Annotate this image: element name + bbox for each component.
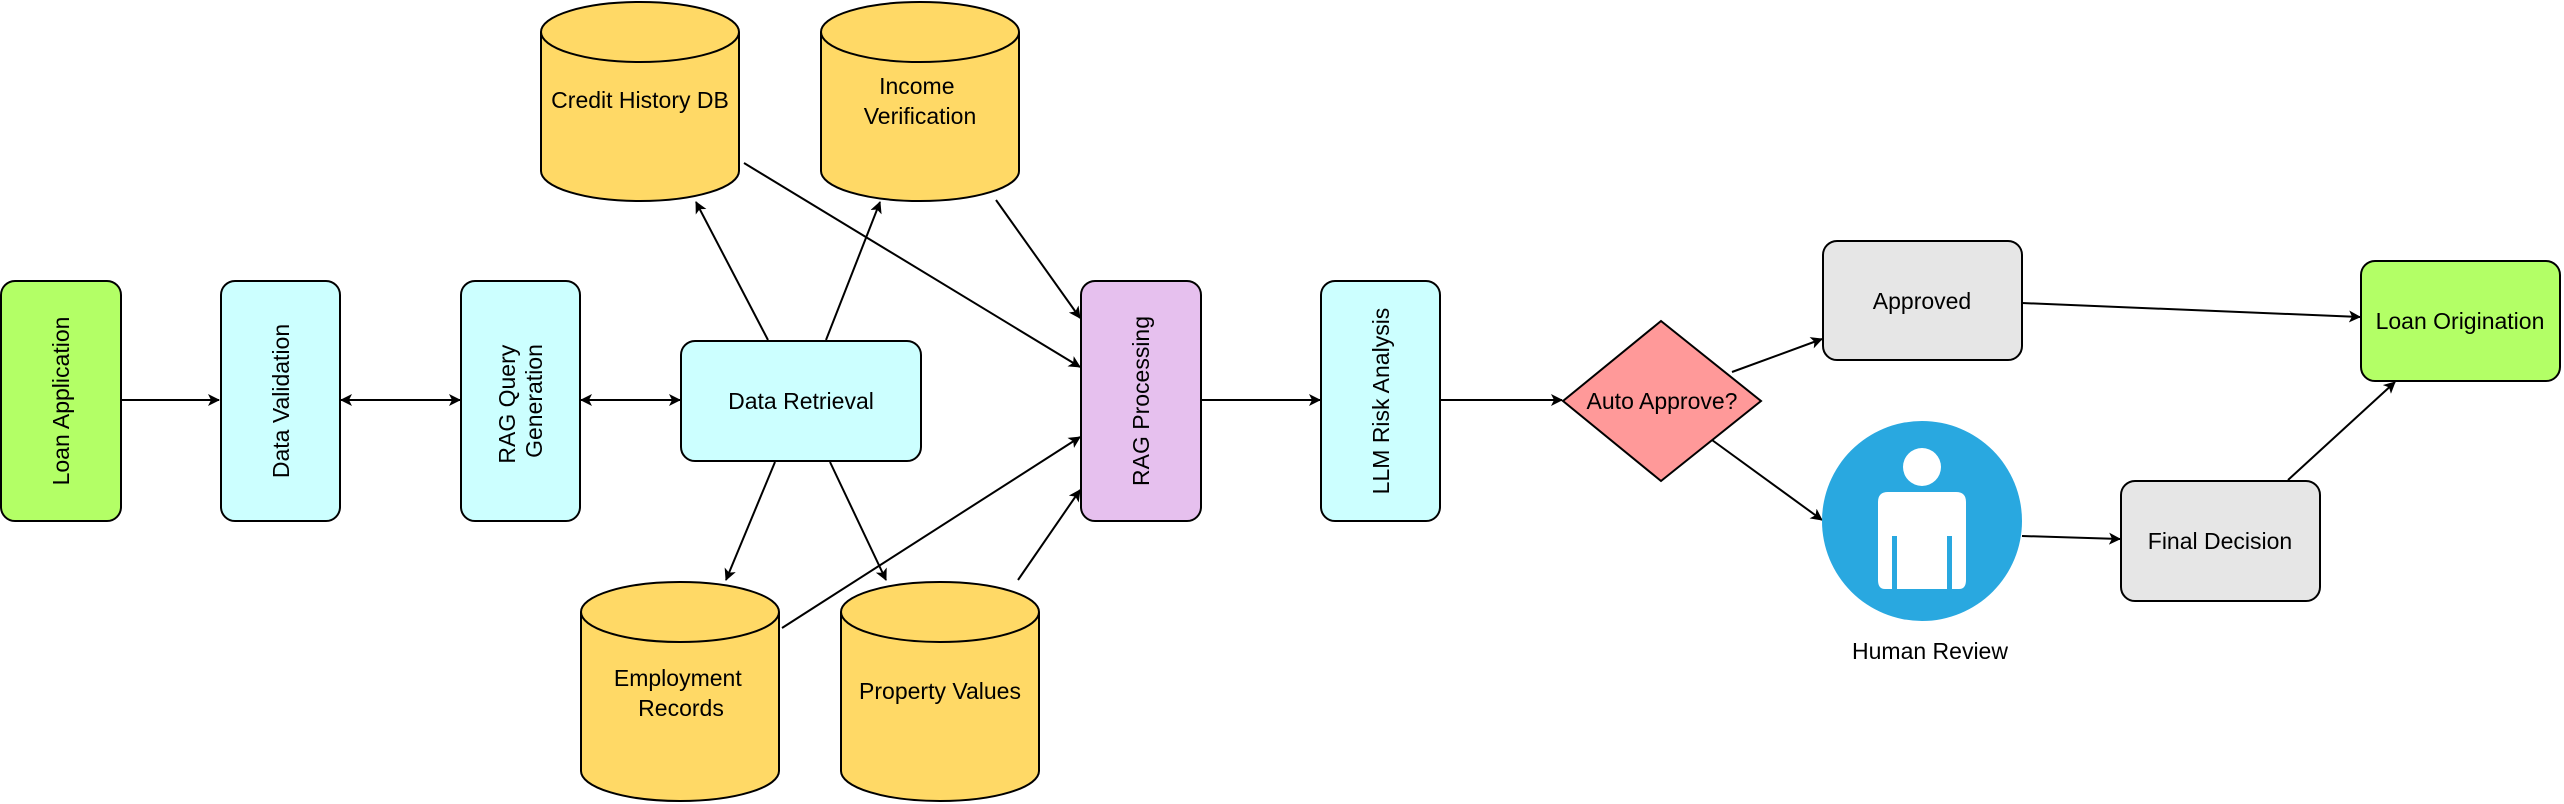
node-approved: Approved bbox=[1822, 240, 2023, 361]
data-retrieval-label: Data Retrieval bbox=[728, 388, 874, 414]
node-data-retrieval: Data Retrieval bbox=[680, 340, 922, 462]
loan-application-label: Loan Application bbox=[48, 317, 74, 486]
final-decision-label: Final Decision bbox=[2148, 528, 2292, 554]
edge-final-decision-to-loan-origination bbox=[2287, 381, 2396, 481]
loan-application-box bbox=[0, 280, 122, 522]
edge-property-values-to-rag-processing bbox=[1017, 489, 1081, 581]
rag-processing-label: RAG Processing bbox=[1128, 316, 1154, 486]
rag-query-generation-label-line2: Generation bbox=[521, 344, 547, 458]
node-credit-history-db: Credit History DB bbox=[540, 1, 740, 202]
data-validation-label: Data Validation bbox=[268, 324, 294, 478]
approved-box bbox=[1822, 240, 2023, 361]
edges bbox=[122, 162, 2396, 629]
llm-risk-analysis-box bbox=[1320, 280, 1441, 522]
employment-records-label-line1: Employment bbox=[614, 665, 742, 691]
node-rag-query-generation: RAG Query Generation bbox=[460, 280, 581, 522]
edge-approved-to-loan-origination bbox=[2021, 302, 2361, 323]
approved-label: Approved bbox=[1873, 288, 1971, 314]
income-verification-cylinder bbox=[820, 1, 1020, 202]
final-decision-box bbox=[2120, 480, 2321, 602]
income-verification-label-line1: Income bbox=[879, 73, 954, 99]
node-human-review: Human Review bbox=[1822, 421, 2022, 664]
rag-processing-box bbox=[1080, 280, 1202, 522]
employment-records-cylinder bbox=[580, 581, 780, 802]
income-verification-cylinder-rim bbox=[820, 31, 1020, 63]
auto-approve-label: Auto Approve? bbox=[1587, 388, 1738, 414]
edge-data-retrieval-to-credit-history-db bbox=[695, 201, 769, 341]
llm-risk-analysis-label: LLM Risk Analysis bbox=[1368, 308, 1394, 495]
rag-query-generation-label: RAG Query Generation bbox=[494, 338, 547, 463]
property-values-cylinder bbox=[840, 581, 1040, 802]
property-values-label: Property Values bbox=[859, 678, 1021, 704]
node-llm-risk-analysis: LLM Risk Analysis bbox=[1320, 280, 1441, 522]
employment-records-label: Employment Records bbox=[614, 665, 748, 721]
node-rag-processing: RAG Processing bbox=[1080, 280, 1202, 522]
edge-auto-approve-to-approved bbox=[1731, 337, 1823, 373]
employment-records-label-line2: Records bbox=[638, 695, 724, 721]
person-icon bbox=[1878, 448, 1966, 589]
edge-employment-records-to-rag-processing bbox=[781, 436, 1081, 629]
rag-query-generation-box bbox=[460, 280, 581, 522]
edge-auto-approve-to-human-review bbox=[1711, 439, 1823, 521]
node-loan-application: Loan Application bbox=[0, 280, 122, 522]
edge-data-retrieval-to-income-verification bbox=[825, 201, 882, 341]
edge-data-retrieval-to-property-values bbox=[829, 461, 887, 581]
income-verification-label-line2: Verification bbox=[864, 103, 977, 129]
credit-history-db-cylinder-rim bbox=[540, 31, 740, 63]
loan-origination-box bbox=[2360, 260, 2561, 382]
human-review-label: Human Review bbox=[1852, 638, 2008, 664]
node-loan-origination: Loan Origination bbox=[2360, 260, 2561, 382]
data-validation-box bbox=[220, 280, 341, 522]
node-auto-approve: Auto Approve? bbox=[1561, 319, 1763, 483]
edge-income-verification-to-rag-processing bbox=[995, 199, 1081, 319]
credit-history-db-label: Credit History DB bbox=[551, 87, 729, 113]
income-verification-label: Income Verification bbox=[864, 73, 977, 129]
data-retrieval-box bbox=[680, 340, 922, 462]
node-employment-records: Employment Records bbox=[580, 581, 780, 802]
rag-query-generation-label-line1: RAG Query bbox=[494, 344, 520, 463]
edge-credit-history-db-to-rag-processing bbox=[743, 162, 1081, 368]
auto-approve-diamond bbox=[1561, 319, 1763, 483]
node-final-decision: Final Decision bbox=[2120, 480, 2321, 602]
edge-data-retrieval-to-employment-records bbox=[724, 461, 776, 581]
edge-human-review-to-final-decision bbox=[2021, 532, 2121, 545]
property-values-cylinder-rim bbox=[840, 611, 1040, 643]
loan-origination-label: Loan Origination bbox=[2376, 308, 2545, 334]
node-property-values: Property Values bbox=[840, 581, 1040, 802]
employment-records-cylinder-rim bbox=[580, 611, 780, 643]
node-data-validation: Data Validation bbox=[220, 280, 341, 522]
node-income-verification: Income Verification bbox=[820, 1, 1020, 202]
credit-history-db-cylinder bbox=[540, 1, 740, 202]
